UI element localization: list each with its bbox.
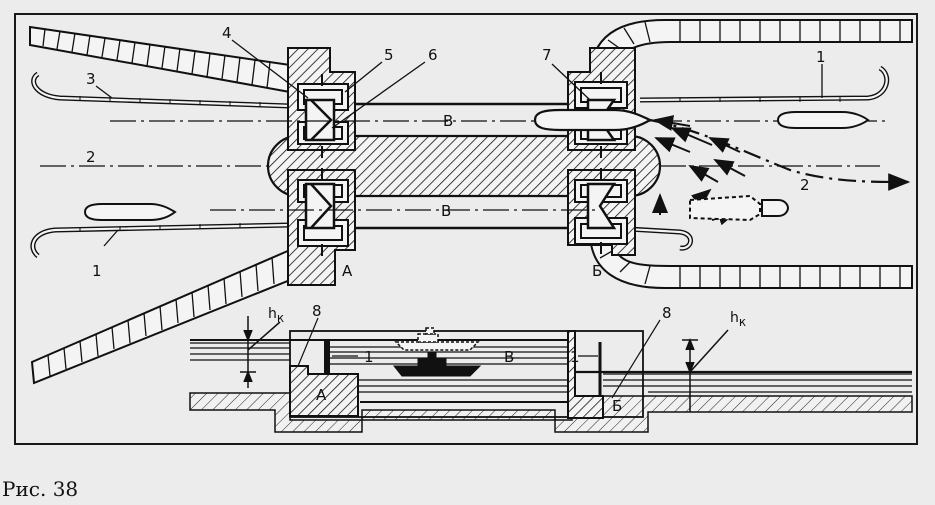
diagram-frame	[14, 13, 918, 445]
label-4: 4	[222, 24, 232, 42]
ship-upper-right	[776, 111, 870, 129]
label-1-upper-right: 1	[816, 48, 826, 66]
guide-walls-inner	[31, 67, 888, 257]
lower-left-bank	[30, 248, 297, 385]
figure-caption: Рис. 38	[2, 477, 78, 501]
label-head-b-section: Б	[612, 397, 622, 415]
ship-in-chamber	[533, 108, 653, 132]
hk-marker-right	[682, 329, 729, 412]
hk-marker-left	[240, 316, 281, 388]
label-chamber-axis-upper: В	[443, 112, 453, 130]
section-leaders	[297, 317, 661, 399]
label-1-lower-left: 1	[92, 262, 102, 280]
label-head-a-plan: А	[342, 262, 353, 280]
section-head-b	[567, 330, 604, 419]
label-1-section-left: 1	[364, 348, 374, 366]
label-6: 6	[428, 46, 438, 64]
ship-lower-position	[392, 351, 482, 377]
ship-lower-left	[83, 203, 177, 221]
label-7: 7	[542, 46, 552, 64]
water-levels	[190, 342, 912, 393]
upper-right-bank	[588, 19, 913, 84]
upper-left-bank	[29, 25, 291, 94]
label-hk-left: hк	[268, 306, 284, 325]
label-hk-right: hк	[730, 310, 746, 329]
axis-lines	[40, 120, 890, 211]
lower-left-bank-ticks	[47, 256, 275, 377]
label-head-b-plan: Б	[592, 262, 602, 280]
section-view	[189, 316, 913, 433]
section-gate-a	[324, 340, 330, 374]
label-8-left: 8	[312, 302, 322, 320]
guide-wall-ticks	[79, 96, 841, 232]
label-2-right: 2	[800, 176, 810, 194]
section-head-a	[289, 365, 359, 417]
labels: 4 5 6 7 3 1 2 2 1 В В А Б 8 8 1 1 В А Б …	[2, 24, 826, 501]
ship-upper-position	[394, 327, 480, 351]
label-head-a-section: А	[316, 386, 327, 404]
label-5: 5	[384, 46, 394, 64]
gates-a	[304, 98, 336, 230]
tug-and-barge	[689, 194, 790, 222]
label-8-right: 8	[662, 304, 672, 322]
lower-right-bank	[588, 231, 913, 289]
plan-view	[29, 19, 913, 385]
label-chamber-axis-lower: В	[441, 202, 451, 220]
leader-lines	[95, 39, 823, 247]
ground	[189, 392, 913, 433]
label-1-section-right: 1	[570, 348, 580, 366]
upper-left-bank-ticks	[42, 28, 271, 89]
label-2-left: 2	[86, 148, 96, 166]
label-3: 3	[86, 70, 96, 88]
label-chamber-section: В	[504, 348, 514, 366]
